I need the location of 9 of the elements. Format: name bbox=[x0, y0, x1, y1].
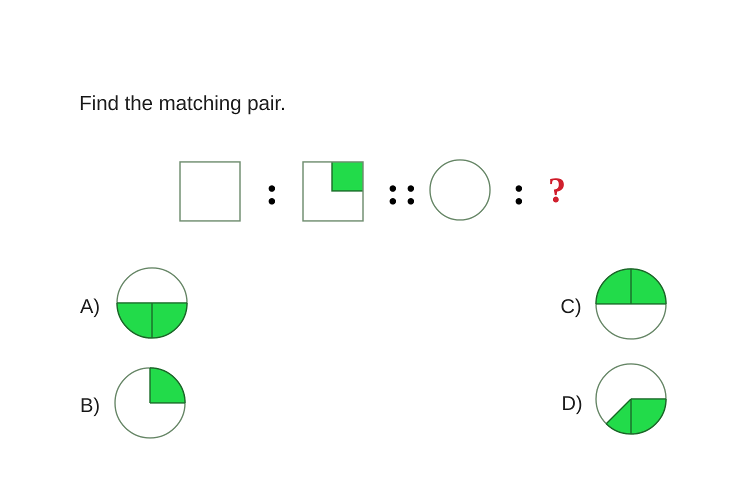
option-label: D) bbox=[563, 396, 582, 414]
title: Find the matching pair. bbox=[80, 95, 284, 114]
proportion-sign: :: bbox=[390, 185, 414, 205]
option-label: B) bbox=[82, 398, 99, 416]
option-label: C) bbox=[562, 298, 580, 318]
ratio-sign: : bbox=[516, 185, 522, 205]
option-label: A) bbox=[80, 298, 99, 318]
question-mark: ? bbox=[550, 178, 564, 202]
ratio-sign: : bbox=[268, 185, 276, 205]
